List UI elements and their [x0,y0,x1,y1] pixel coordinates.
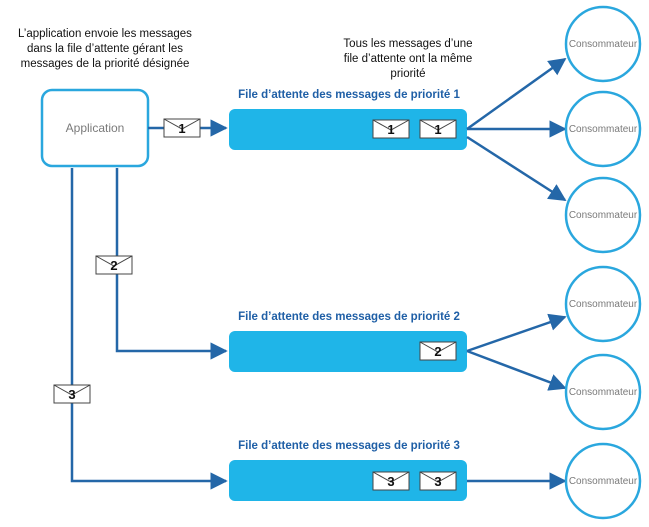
consumer-5-label: Consommateur [569,387,638,398]
envelope-icon: 3 [53,384,91,404]
consumer-4-label: Consommateur [569,299,638,310]
queue-2-title: File d’attente des messages de priorité … [238,311,460,323]
consumer-6: Consommateur [564,442,642,520]
envelope-number: 3 [387,474,394,489]
application-node: Application [40,88,150,168]
arrow-queue-1-to-consumer-3 [466,135,567,202]
envelope-number: 1 [387,122,394,137]
envelope-icon: 2 [419,341,457,361]
consumer-1: Consommateur [564,5,642,83]
envelope-icon: 1 [163,118,201,138]
arrow-queue-1-to-consumer-1 [466,57,567,131]
queue-note-line-2: file d’attente ont la même [344,53,473,65]
consumer-2: Consommateur [564,90,642,168]
envelope-icon: 3 [419,471,457,491]
envelope-icon: 1 [372,119,410,139]
arrow-queue-2-to-consumer-5 [466,349,567,391]
application-label: Application [66,121,125,135]
envelope-number: 3 [68,387,75,402]
arrow-queue-2-to-consumer-4 [466,313,567,353]
app-note-line-2: dans la file d’attente gérant les [27,43,183,55]
queue-note-line-3: priorité [390,68,425,80]
consumer-3-label: Consommateur [569,210,638,221]
arrow-app-to-queue-2 [115,168,228,360]
queue-1-bar [229,109,467,150]
envelope-number: 2 [110,258,117,273]
envelope-icon: 1 [419,119,457,139]
consumer-3: Consommateur [564,176,642,254]
app-note-line-1: L’application envoie les messages [18,28,192,40]
envelope-number: 1 [434,122,441,137]
queue-2-bar [229,331,467,372]
consumer-2-label: Consommateur [569,124,638,135]
queue-to-consumer-arrows [466,57,567,490]
consumer-1-label: Consommateur [569,39,638,50]
arrow-app-to-queue-3 [70,168,228,490]
queue-3-bar [229,460,467,501]
queue-3-title: File d’attente des messages de priorité … [238,440,460,452]
envelope-icon: 2 [95,255,133,275]
envelope-number: 2 [434,344,441,359]
envelope-number: 1 [178,121,185,136]
app-to-queue-arrows [70,119,228,490]
envelope-number: 3 [434,474,441,489]
app-note-line-3: messages de la priorité désignée [21,58,190,70]
queue-1-title: File d’attente des messages de priorité … [238,89,460,101]
queue-note-line-1: Tous les messages d’une [343,38,472,50]
envelope-icon: 3 [372,471,410,491]
consumer-4: Consommateur [564,265,642,343]
consumer-6-label: Consommateur [569,476,638,487]
consumer-5: Consommateur [564,353,642,431]
